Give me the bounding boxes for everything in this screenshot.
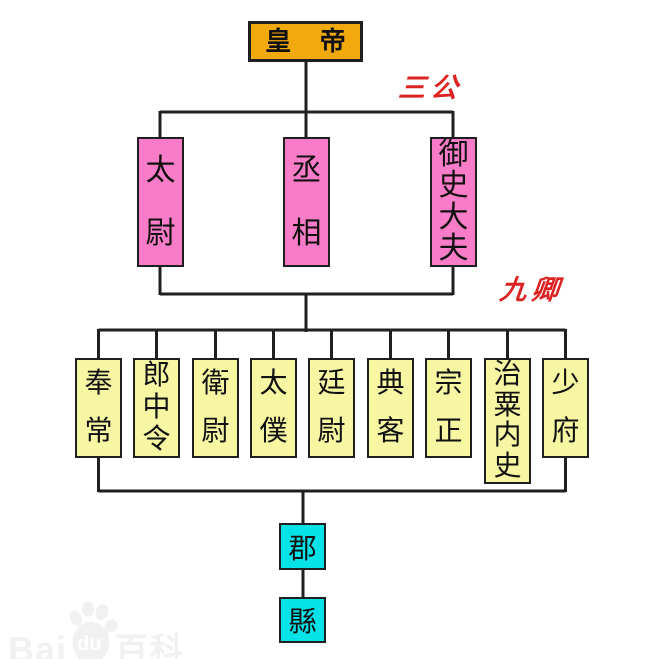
node-grand-commandant: 太尉: [137, 137, 184, 267]
char: 中: [142, 392, 171, 423]
char: 内: [493, 420, 522, 452]
edge-ministers-to-commandery: [97, 457, 567, 525]
watermark: Bai du 百科: [8, 600, 185, 659]
char: 正: [434, 416, 463, 447]
node-county: 縣: [279, 597, 326, 643]
char: 常: [84, 416, 113, 447]
annotation-three-lords: 三公: [397, 73, 465, 103]
node-zongzheng: 宗正: [425, 358, 472, 458]
node-zhisuneishi: 治粟内史: [484, 358, 531, 484]
char: 府: [551, 416, 580, 447]
char: 郎: [142, 360, 171, 391]
char: 帝: [319, 26, 346, 56]
node-imperial-censor: 御史大夫: [430, 137, 477, 267]
char: 丞: [291, 153, 322, 187]
char: 粟: [493, 389, 522, 421]
paw-icon: du: [63, 600, 119, 659]
char: 廷: [317, 368, 346, 399]
char: 史: [493, 450, 522, 482]
char: 客: [376, 416, 405, 447]
char: 治: [493, 359, 522, 391]
watermark-baike: 百科: [115, 631, 186, 659]
char: 典: [376, 368, 405, 399]
char: 尉: [145, 216, 176, 250]
node-commandery: 郡: [279, 523, 326, 570]
annotation-nine-ministers: 九卿: [498, 275, 566, 305]
char: 衛: [201, 368, 230, 399]
char: 太: [145, 153, 176, 187]
node-dianke: 典客: [367, 358, 414, 458]
char: 皇: [265, 26, 292, 56]
watermark-bai: Bai: [8, 629, 68, 659]
edge-emperor-to-lords: [158, 110, 455, 139]
char: 太: [259, 368, 288, 399]
char: 少: [551, 368, 580, 399]
watermark-du: du: [77, 633, 102, 655]
char: 奉: [84, 368, 113, 399]
node-shaofu: 少府: [542, 358, 589, 458]
edge-lords-to-ministers-bus: [158, 266, 455, 332]
char: 令: [142, 424, 171, 455]
char: 尉: [201, 416, 230, 447]
char: 宗: [434, 368, 463, 399]
node-emperor: 皇帝: [248, 21, 363, 62]
char: 尉: [317, 416, 346, 447]
edge-ministers-bus-drops: [97, 328, 567, 360]
char: 夫: [438, 232, 469, 266]
node-weiwei: 衛尉: [192, 358, 239, 458]
node-fengchang: 奉常: [75, 358, 122, 458]
char: 史: [438, 169, 469, 203]
char: 御: [438, 137, 469, 171]
node-taipu: 太僕: [250, 358, 297, 458]
char: 相: [291, 216, 322, 250]
node-langzhongling: 郎中令: [133, 358, 180, 458]
node-tingwei: 廷尉: [308, 358, 355, 458]
char: 僕: [259, 416, 288, 447]
node-chancellor: 丞相: [283, 137, 330, 267]
char: 大: [438, 200, 469, 234]
